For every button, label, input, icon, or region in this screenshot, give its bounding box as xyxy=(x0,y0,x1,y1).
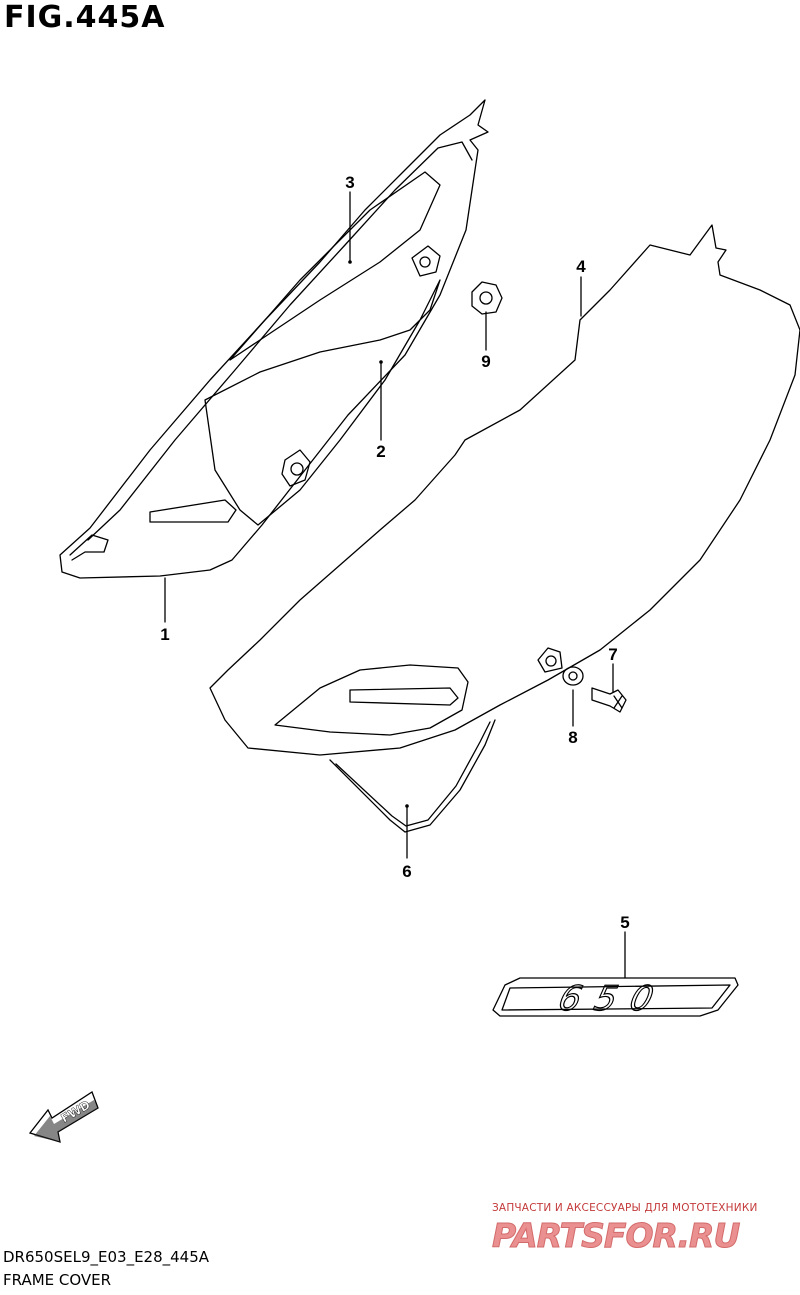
part-1-slot xyxy=(149,499,237,523)
leader-dot-3 xyxy=(348,260,352,264)
part-7-screw xyxy=(591,687,627,713)
part-1-inner-edge xyxy=(87,141,473,541)
callout-2: 2 xyxy=(376,442,385,461)
emblem-text: 650 xyxy=(555,979,672,1018)
callout-1: 1 xyxy=(160,625,169,644)
callout-7: 7 xyxy=(608,645,617,664)
watermark-logo: PARTSFOR.RU xyxy=(491,1216,740,1256)
watermark-tagline: ЗАПЧАСТИ И АКСЕССУАРЫ ДЛЯ МОТОТЕХНИКИ xyxy=(492,1202,758,1214)
part-2-grommet-lower xyxy=(281,449,311,487)
part-8-collar xyxy=(562,666,584,686)
part-5-emblem-plate xyxy=(492,977,739,1017)
leader-dot-2 xyxy=(379,360,383,364)
part-2-inner-panel xyxy=(204,279,441,526)
part-4-grommet-hole xyxy=(545,655,557,667)
fwd-arrow-icon: FWD xyxy=(28,1091,99,1143)
part-4-cutout xyxy=(274,664,469,736)
callout-4: 4 xyxy=(576,257,586,276)
part-9-grommet-hole xyxy=(479,291,493,305)
part-7-screw-head-cross xyxy=(613,695,623,709)
part-3-grommet-hole xyxy=(419,256,431,268)
callout-3: 3 xyxy=(345,173,354,192)
part-6-lower-trim xyxy=(329,719,496,833)
part-9-grommet xyxy=(471,281,503,315)
part-3-upper-strip xyxy=(229,171,441,361)
part-4-right-side-cover xyxy=(209,224,800,756)
part-5-emblem-inner xyxy=(501,984,731,1011)
part-4-slot xyxy=(349,687,459,706)
part-4-grommet xyxy=(537,647,563,673)
figure-title: FIG.445A xyxy=(4,0,166,35)
part-1-left-side-cover xyxy=(59,99,489,579)
callout-6: 6 xyxy=(402,862,411,881)
part-3-grommet xyxy=(411,245,441,277)
callout-8: 8 xyxy=(568,728,577,747)
leader-dot-6 xyxy=(405,804,409,808)
part-8-collar-hole xyxy=(568,671,578,681)
part-6-lower-trim-inner xyxy=(335,721,491,827)
callout-5: 5 xyxy=(620,913,629,932)
callout-9: 9 xyxy=(481,352,490,371)
part-2-grommet-hole xyxy=(290,462,304,476)
part-1-front-bracket xyxy=(69,534,109,561)
diagram-caption: FRAME COVER xyxy=(3,1271,112,1289)
diagram-code: DR650SEL9_E03_E28_445A xyxy=(3,1248,210,1266)
